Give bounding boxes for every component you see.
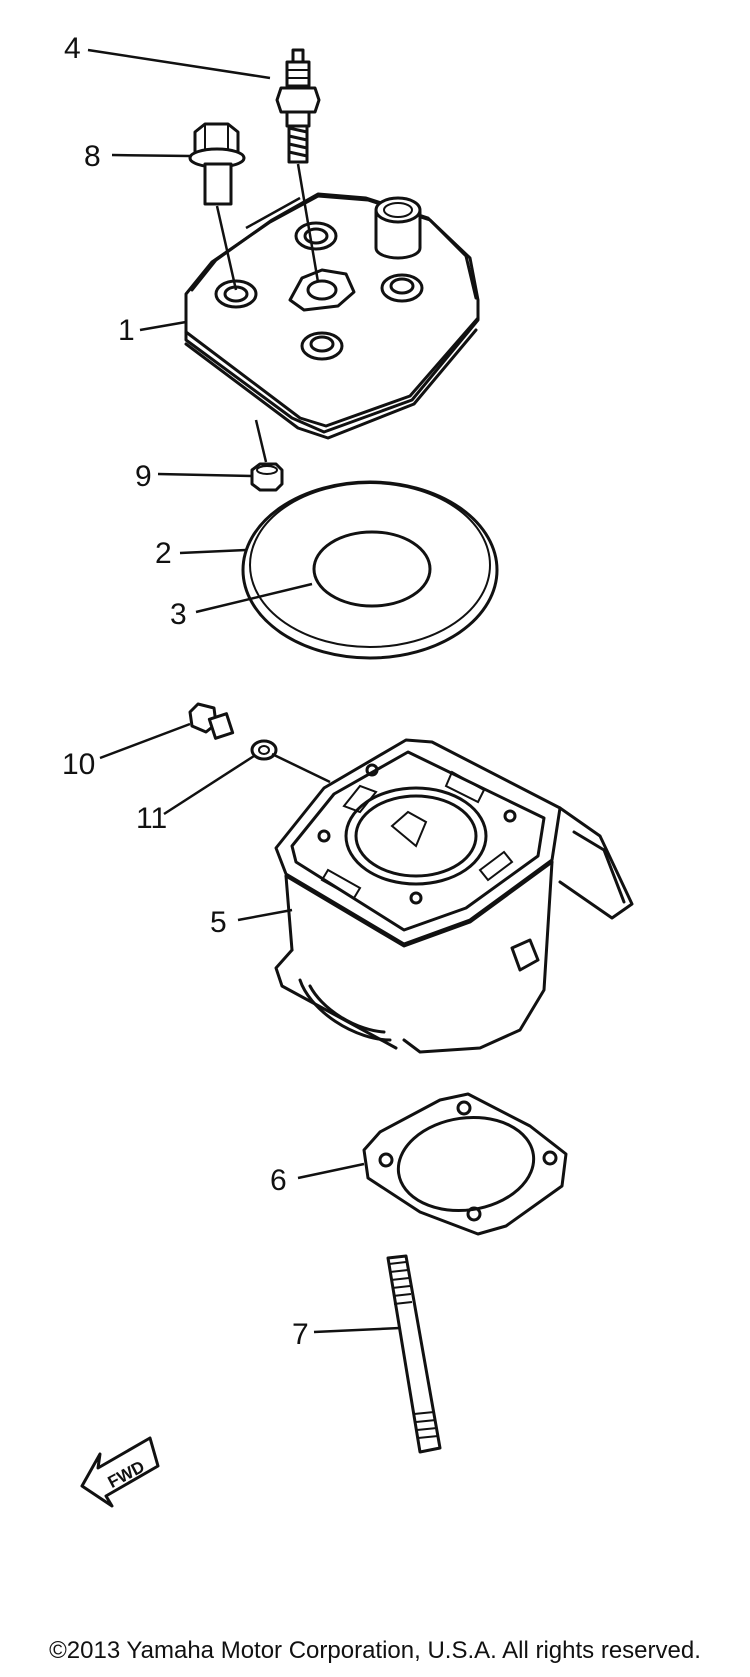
callout-6: 6	[270, 1164, 287, 1197]
washer	[250, 739, 278, 761]
cylinder-head	[184, 192, 480, 440]
head-bolt	[188, 122, 246, 206]
spark-plug	[275, 48, 321, 164]
callout-3: 3	[170, 598, 187, 631]
callout-5: 5	[210, 906, 227, 939]
callout-labels: 1 2 3 4 5 6 7 8 9 10 11	[62, 32, 309, 1351]
callout-4: 4	[64, 32, 81, 65]
base-gasket	[362, 1092, 568, 1236]
callout-9: 9	[135, 460, 152, 493]
fwd-arrow: FWD	[80, 1436, 160, 1508]
drain-fitting	[188, 702, 235, 740]
head-gasket	[241, 480, 499, 660]
callout-2: 2	[155, 537, 172, 570]
cylinder	[274, 738, 634, 1054]
exploded-parts-diagram: FWD 1 2 3 4 5 6 7 8 9 10 11	[62, 32, 634, 1508]
callout-8: 8	[84, 140, 101, 173]
callout-11: 11	[136, 802, 167, 835]
callout-7: 7	[292, 1318, 309, 1351]
nut	[250, 462, 284, 492]
o-ring	[312, 530, 432, 608]
callout-1: 1	[118, 314, 135, 347]
leader-lines	[87, 48, 401, 1334]
stud-bolt	[386, 1254, 442, 1454]
callout-10: 10	[62, 748, 95, 781]
copyright-notice: ©2013 Yamaha Motor Corporation, U.S.A. A…	[49, 1637, 701, 1664]
